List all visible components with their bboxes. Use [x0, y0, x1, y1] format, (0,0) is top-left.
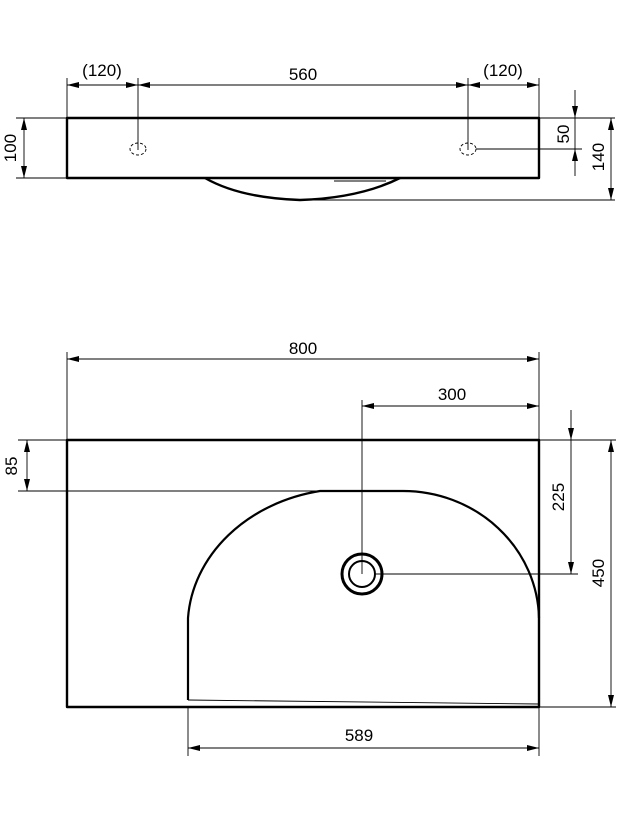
dim-basin-width-label: 589 — [345, 726, 373, 745]
side-view-extension-lines — [16, 78, 615, 201]
top-view-extension-lines — [18, 352, 616, 756]
drain-outer-ring — [340, 552, 384, 596]
dim-hole-spacing-label: 560 — [289, 65, 317, 84]
side-view: (120) 560 (120) 100 50 140 — [1, 61, 615, 202]
dim-overall-width-label: 800 — [289, 339, 317, 358]
side-view-slab-outline — [65, 116, 541, 180]
dim-overall-height-label: 140 — [589, 143, 608, 171]
drain-inner-ring — [348, 560, 376, 588]
dim-left-offset-label: (120) — [82, 61, 122, 80]
dim-overall-depth-label: 450 — [589, 559, 608, 587]
dim-hole-height-label: 50 — [554, 125, 573, 144]
dim-slab-thickness-label: 100 — [1, 134, 20, 162]
top-view-basin-outline — [65, 438, 541, 709]
dim-drain-from-right-label: 300 — [438, 385, 466, 404]
dim-right-offset-label: (120) — [483, 61, 523, 80]
inner-basin-bottom-edge — [187, 699, 540, 705]
dim-drain-from-top-label: 225 — [549, 483, 568, 511]
dim-rim-from-top-label: 85 — [2, 457, 21, 476]
inner-basin-bowl — [186, 489, 541, 700]
top-view: 800 300 85 225 450 589 — [2, 339, 616, 756]
